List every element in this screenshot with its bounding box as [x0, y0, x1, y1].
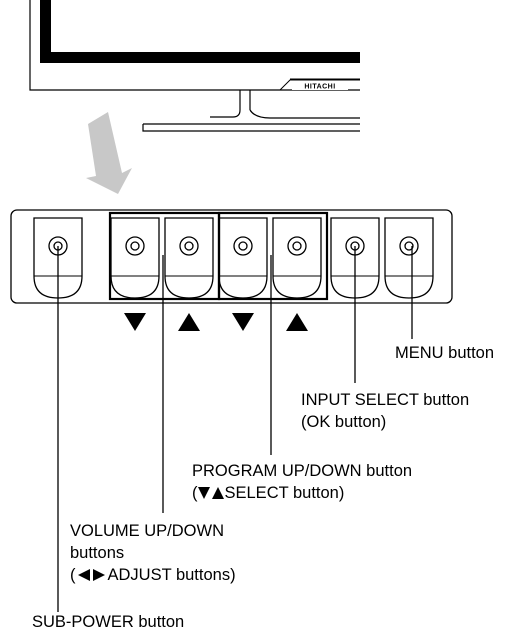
volume-label-line2: buttons — [70, 544, 125, 562]
volume-label-line1: VOLUME UP/DOWN — [70, 522, 225, 540]
program-label-open-paren: ( — [192, 484, 198, 502]
volume-down-button-ring — [125, 236, 145, 256]
menu-button-body — [384, 217, 434, 299]
volume-label-open-paren: ( — [70, 566, 76, 584]
up-triangle-icon — [211, 487, 224, 499]
volume-up-button-dot — [184, 241, 194, 251]
volume-down-button-body — [110, 217, 160, 299]
tv-illustration — [29, 0, 360, 132]
down-arrow-icon — [232, 313, 254, 331]
pointer-arrow-icon — [86, 112, 132, 194]
panel-frame — [10, 209, 453, 304]
menu-button-dot — [404, 241, 414, 251]
right-triangle-icon — [92, 569, 105, 581]
program-label-line1: PROGRAM UP/DOWN button — [192, 462, 413, 480]
program-down-button-body — [218, 217, 268, 299]
volume-label-line3: ( ADJUST buttons) — [70, 565, 236, 586]
volume-up-button-body — [164, 217, 214, 299]
volume-up-button-ring — [179, 236, 199, 256]
menu-button[interactable] — [384, 217, 434, 299]
program-up-button-ring — [287, 236, 307, 256]
input-select-label-line2: (OK button) — [301, 413, 387, 431]
program-label-text: SELECT button) — [224, 484, 345, 502]
down-arrow-icon — [124, 313, 146, 331]
sub-power-label: SUB-POWER button — [32, 613, 185, 631]
callout-lines — [57, 246, 413, 612]
tv-brand-text: HITACHI — [304, 84, 335, 91]
program-down-button-dot — [238, 241, 248, 251]
left-triangle-icon — [77, 569, 90, 581]
program-down-button[interactable] — [218, 217, 268, 299]
program-up-button-body — [272, 217, 322, 299]
down-triangle-icon — [197, 487, 210, 499]
volume-down-button[interactable] — [110, 217, 160, 299]
menu-button-label: MENU button — [395, 344, 495, 362]
up-arrow-icon — [178, 313, 200, 331]
program-down-button-ring — [233, 236, 253, 256]
tv-logo: HITACHI — [292, 81, 348, 91]
up-arrow-icon — [286, 313, 308, 331]
volume-up-button[interactable] — [164, 217, 214, 299]
program-label-line2: ( SELECT button) — [192, 483, 344, 504]
volume-label-text: ADJUST buttons) — [107, 566, 236, 584]
program-up-button[interactable] — [272, 217, 322, 299]
input-select-label-line1: INPUT SELECT button — [301, 391, 470, 409]
volume-down-button-dot — [130, 241, 140, 251]
program-up-button-dot — [292, 241, 302, 251]
menu-button-ring — [399, 236, 419, 256]
